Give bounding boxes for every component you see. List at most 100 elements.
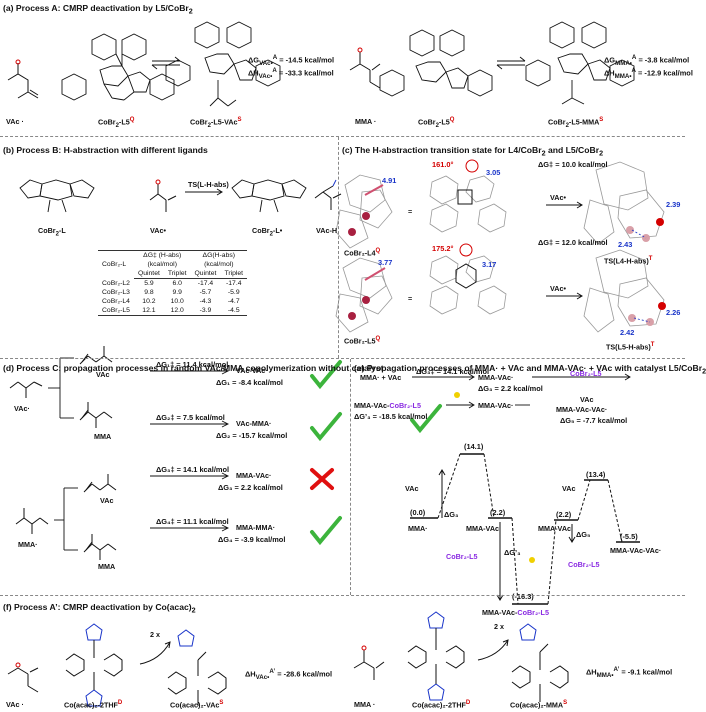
dh-vac-f: ΔHVAc•A’ = -28.6 kcal/mol: [245, 668, 333, 681]
vac-structure-b: [149, 179, 177, 212]
profile-catalyst-2: CoBr₂-L5: [568, 560, 600, 569]
dg-mma-a: ΔGMMA•A = -3.8 kcal/mol: [604, 54, 690, 67]
divider-bc: [338, 137, 339, 358]
check-icon-e: [410, 404, 442, 434]
table-cell: -17.4: [226, 280, 242, 287]
cobr2-l4-label: CoBr₂-L4Q: [344, 248, 381, 258]
profile-dg3p: ΔG’₃: [504, 548, 521, 557]
mma-dot-d: MMA·: [18, 540, 38, 549]
coacac-mma-structure: [511, 643, 569, 702]
thf-ring-f1: [177, 629, 195, 647]
distance-2-42: 2.42: [620, 328, 635, 337]
divider-a: [0, 136, 685, 137]
scheme-e-arrows: [412, 373, 631, 409]
ts-l5-3d-model: [583, 249, 666, 333]
vac-radical-f-label: VAc ·: [6, 700, 24, 709]
table-cell: CoBr₂-L4: [102, 298, 130, 305]
divider-e: [0, 595, 685, 596]
divider-c: [0, 358, 685, 359]
profile-dg3: ΔG₃: [444, 510, 459, 519]
e-vac: VAc: [580, 395, 594, 404]
r2-product: VAc-MMA·: [236, 419, 272, 428]
r1-ts: ΔG₁‡ = 11.4 kcal/mol: [156, 360, 229, 369]
profile-vac-1: VAc: [405, 484, 419, 493]
coacac-thf-label-2: Co(acac)₂-2THFD: [412, 700, 471, 710]
ts-arrow-c1: [546, 201, 583, 209]
panel-b-title: (b) Process B: H-abstraction with differ…: [3, 145, 208, 155]
coacac-vac-label: Co(acac)₂-VAcS: [170, 700, 224, 710]
table-cell: 6.0: [172, 280, 182, 287]
table-cell: 12.0: [163, 306, 191, 316]
distance-2-43: 2.43: [618, 240, 633, 249]
thf-count-1: 2 x: [150, 630, 160, 639]
vac-h-structure: [314, 179, 342, 210]
energy-profile: [410, 453, 640, 605]
vac-radical-d: [9, 381, 43, 398]
r1-dg: ΔG₁ = -8.4 kcal/mol: [216, 378, 283, 387]
coacac-thf-label: Co(acac)₂-2THFD: [64, 700, 123, 710]
r4-dg: ΔG₄ = -3.9 kcal/mol: [218, 535, 286, 544]
vac-radical-structure: [7, 59, 39, 99]
angle-175: 175.2°: [432, 244, 454, 253]
table-cell: CoBr₂-L5: [98, 306, 134, 316]
cobr2-l4-3d-model: [335, 174, 393, 249]
profile-e-0: (0.0): [410, 508, 426, 517]
check-icon-3: [310, 516, 342, 546]
thf-arrow-f2: [477, 639, 509, 661]
dh-mma-a: ΔHMMA•A = -12.9 kcal/mol: [604, 67, 693, 80]
profile-dg5: ΔG₅: [576, 530, 591, 539]
profile-e-2-2b: (2.2): [556, 510, 572, 519]
cobr2-l5-label-c: CoBr₂-L5Q: [344, 336, 381, 346]
coacac-thf-structure-2: [407, 611, 465, 701]
thf-ring-f2: [519, 623, 537, 641]
e-catalyst: CoBr₂-L5: [570, 369, 602, 378]
mma-d2: MMA: [98, 562, 116, 571]
dh-vac-a: ΔHVAc•A = -33.3 kcal/mol: [248, 67, 334, 80]
cobr2-l-label: CoBr2-L: [38, 226, 66, 238]
e-product: MMA-VAc·: [478, 373, 514, 382]
cobr2-l5-3d-model: [335, 257, 393, 333]
panel-f-title: (f) Process A’: CMRP deactivation by Co(…: [3, 602, 196, 615]
cross-icon: [310, 468, 334, 490]
coacac-vac-structure: [167, 651, 227, 706]
table-cell: 12.1: [133, 306, 164, 316]
equals-sign-2: =: [408, 294, 413, 303]
table-cell: 9.9: [172, 289, 182, 296]
thf-arrow-f1: [139, 641, 171, 665]
table-cell: 10.0: [170, 298, 184, 305]
check-icon-1: [310, 360, 342, 390]
cobr2-l5-vac-label: CoBr2-L5-VAcS: [190, 117, 242, 129]
vac-d1: VAc: [96, 370, 110, 379]
coacac-thf-structure: [65, 623, 123, 707]
mma-radical-label: MMA ·: [355, 117, 377, 126]
vac-dot-label-b: VAc•: [150, 226, 166, 235]
table-cell: 10.2: [142, 298, 156, 305]
thf-count-2: 2 x: [494, 622, 504, 631]
table-header-ligand: CoBr₂-L: [98, 250, 134, 279]
cobr2-l5-structure: [61, 33, 175, 101]
mma-d1: MMA: [94, 432, 112, 441]
vac-radical-f: [7, 662, 39, 693]
e-product-3: MMA-VAc-VAc·: [556, 405, 608, 414]
profile-catalyst-1: CoBr₂-L5: [446, 552, 478, 561]
cobr2-l5-label: CoBr2-L5Q: [98, 117, 135, 129]
distance-2-39: 2.39: [666, 200, 681, 209]
profile-e-13-4: (13.4): [586, 470, 606, 479]
l5-2d-structure: [429, 243, 507, 315]
profile-e-16-3: (-16.3): [512, 592, 534, 601]
table-sub-header: Triplet: [163, 269, 191, 279]
tree-d-top: [48, 357, 230, 428]
r3-product: MMA-VAc·: [236, 471, 272, 480]
dg-ts-10: ΔG‡ = 10.0 kcal/mol: [538, 160, 608, 169]
vac-monomer-d1: [79, 346, 113, 365]
table-cell: -4.7: [227, 298, 240, 305]
ts-l4-3d-model: [583, 161, 665, 245]
panel-a-title: (a) Process A: CMRP deactivation by L5/C…: [3, 3, 193, 16]
table-sub-header: Quintet: [190, 269, 221, 279]
e-mma-vac: MMA· + VAc: [360, 373, 402, 382]
e-dg3p: ΔG’₃ = -18.5 kcal/mol: [354, 412, 428, 421]
dh-mma-f: ΔHMMA•A’ = -9.1 kcal/mol: [586, 666, 673, 679]
tree-d-bottom: [54, 472, 230, 551]
h-abs-table: CoBr₂-L ΔG‡ (H-abs)(kcal/mol) ΔG(H-abs)(…: [98, 250, 248, 316]
ts-arrow-b: [185, 188, 223, 196]
